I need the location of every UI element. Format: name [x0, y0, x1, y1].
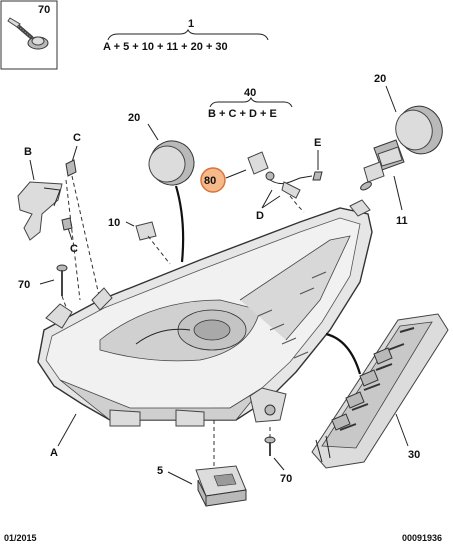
part-80-highlight: 80 — [200, 151, 275, 193]
headlamp-a-label: A — [50, 447, 58, 459]
assembly-1-number: 1 — [188, 18, 194, 30]
screw-70-bottom-label: 70 — [280, 473, 292, 485]
screw-70-box-label: 70 — [38, 4, 50, 16]
assembly-1-header: 1 A + 5 + 10 + 11 + 20 + 30 — [103, 18, 269, 53]
bracket-b-label: B — [24, 146, 32, 158]
clip-c-bottom-label: C — [70, 243, 78, 255]
footer-date: 01/2015 — [4, 533, 37, 543]
bulb-11-label: 11 — [396, 215, 408, 227]
headlamp-unit-a: A — [37, 199, 373, 459]
screw-70-left-label: 70 — [18, 279, 30, 291]
assembly-40-number: 40 — [244, 87, 256, 99]
leader-drl — [325, 332, 362, 375]
assembly-40-formula: B + C + D + E — [208, 108, 277, 120]
footer-reference: 00091936 — [402, 533, 442, 543]
clip-c-top-label: C — [73, 132, 81, 144]
bulb-10: 10 — [108, 217, 171, 265]
drl-module-30: 30 — [311, 313, 449, 469]
xenon-bulb-11: 11 — [360, 139, 408, 227]
cap-right-label: 20 — [374, 73, 386, 85]
bulb-10-label: 10 — [108, 217, 120, 229]
screw-70-bottom: 70 — [264, 424, 292, 485]
part-80-label: 80 — [204, 175, 216, 187]
screw-icon — [7, 17, 49, 50]
part-e-label: E — [314, 137, 321, 149]
cover-cap-right: 20 — [374, 73, 443, 155]
screw-70-box: 70 — [0, 0, 58, 70]
leader-cap-left — [174, 185, 185, 263]
drl-30-label: 30 — [408, 449, 420, 461]
screw-70-left: 70 — [18, 264, 71, 319]
harness-de: E D — [256, 137, 323, 222]
part-d-label: D — [256, 210, 264, 222]
assembly-1-formula: A + 5 + 10 + 11 + 20 + 30 — [103, 41, 228, 53]
cover-cap-left: 20 — [128, 112, 195, 186]
assembly-40-header: 40 B + C + D + E — [208, 87, 293, 120]
module-5-label: 5 — [157, 465, 163, 477]
cap-left-label: 20 — [128, 112, 140, 124]
bracket-assembly-b: B C C — [17, 132, 101, 301]
control-module-5: 5 — [157, 420, 247, 507]
